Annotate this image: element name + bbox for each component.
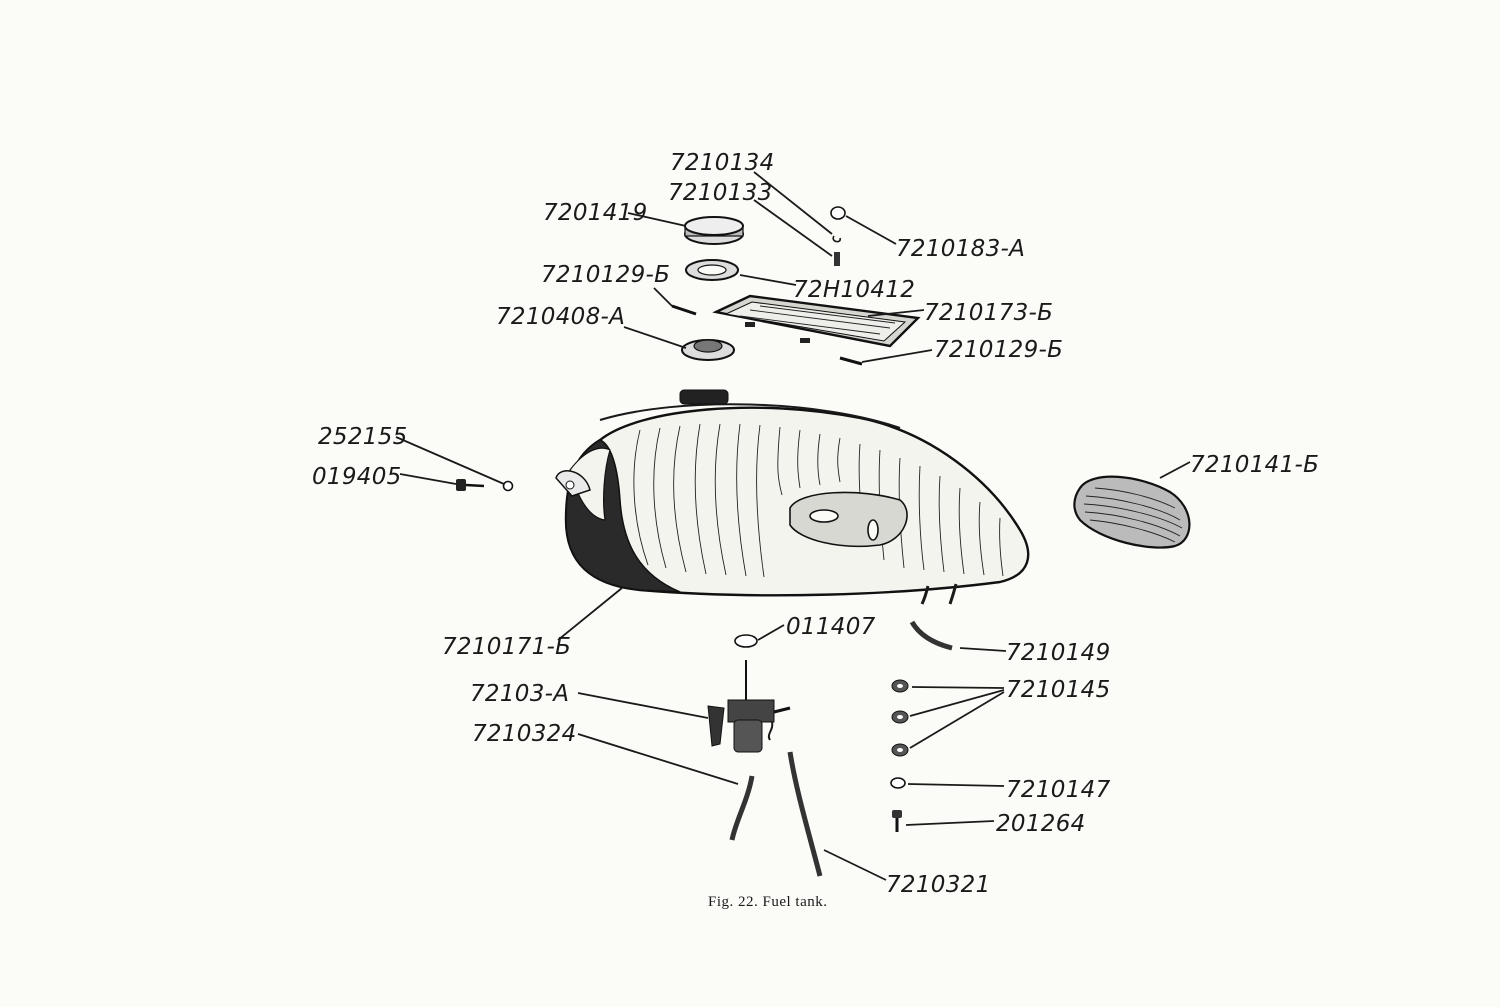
label-201264: 201264 bbox=[996, 811, 1086, 837]
fuel-tank-body-drawing bbox=[555, 389, 1030, 605]
label-7210183a: 7210183-А bbox=[896, 236, 1025, 262]
label-7210173b: 7210173-Б bbox=[924, 300, 1053, 326]
label-7210171b: 7210171-Б bbox=[442, 634, 571, 660]
label-7210129b-top: 7210129-Б bbox=[541, 262, 670, 288]
bottom-right-screw-drawing bbox=[839, 356, 863, 366]
label-7210145: 7210145 bbox=[1006, 677, 1111, 703]
label-252155: 252155 bbox=[318, 424, 408, 450]
part-labels: 7210134 7210133 7201419 7210183-А 721012… bbox=[312, 150, 1319, 898]
label-72103a: 72103-А bbox=[470, 681, 569, 707]
filler-cap-drawing bbox=[684, 216, 744, 245]
fuel-line-long-drawing bbox=[787, 751, 823, 877]
label-7210133: 7210133 bbox=[668, 180, 773, 206]
label-7210129b-bottom: 7210129-Б bbox=[934, 337, 1063, 363]
filler-flange-drawing bbox=[681, 339, 735, 361]
top-left-screw-drawing bbox=[671, 304, 697, 316]
bottom-bolt-drawing bbox=[892, 810, 902, 832]
washer-drawing bbox=[890, 777, 906, 789]
label-019405: 019405 bbox=[312, 464, 402, 490]
figure-caption: Fig. 22. Fuel tank. bbox=[708, 894, 828, 910]
leader-lines bbox=[395, 171, 1191, 881]
label-7210324: 7210324 bbox=[472, 721, 577, 747]
fuel-line-short-drawing bbox=[729, 775, 755, 841]
label-7210134: 7210134 bbox=[670, 150, 775, 176]
fuel-tap-drawing bbox=[707, 660, 791, 753]
vent-tube-drawing bbox=[909, 620, 953, 651]
label-7210141b: 7210141-Б bbox=[1190, 452, 1319, 478]
top-plate-drawing bbox=[712, 294, 921, 348]
label-7210149: 7210149 bbox=[1006, 640, 1111, 666]
filler-gasket-drawing bbox=[685, 259, 739, 281]
label-011407: 011407 bbox=[786, 614, 876, 640]
front-mount-hardware-drawing bbox=[456, 479, 514, 492]
top-bolt-drawing bbox=[830, 206, 846, 266]
label-7201419: 7201419 bbox=[543, 200, 648, 226]
label-7210408a: 7210408-А bbox=[496, 304, 625, 330]
tap-gasket-drawing bbox=[734, 634, 758, 648]
label-72h10412: 72Н10412 bbox=[793, 277, 915, 303]
knee-pad-drawing bbox=[1073, 475, 1191, 549]
label-7210321: 7210321 bbox=[886, 872, 991, 898]
nuts-drawing bbox=[891, 679, 909, 757]
label-7210147: 7210147 bbox=[1006, 777, 1111, 803]
